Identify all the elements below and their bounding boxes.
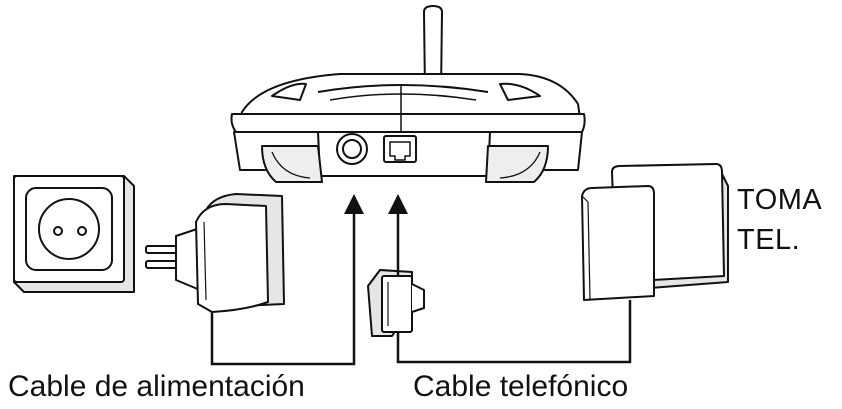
phone-cable-label: Cable telefónico [413, 370, 629, 403]
power-arrow-head [344, 194, 364, 214]
wall-jack-label-line1: TOMA [737, 184, 823, 216]
right-foot [485, 145, 549, 183]
base-station [230, 5, 586, 183]
power-cable-label: Cable de alimentación [8, 370, 305, 403]
wall-outlet [13, 175, 135, 293]
wall-jack-label-line2: TEL. [737, 224, 801, 256]
phone-arrow-head [388, 194, 408, 214]
power-cable [210, 210, 356, 366]
power-adapter [145, 193, 285, 313]
telephone-wall-jack [581, 163, 729, 301]
base-body [230, 113, 586, 133]
left-foot [261, 145, 323, 183]
phone-plug [367, 269, 425, 337]
phone-cable [396, 300, 632, 364]
antenna [423, 5, 443, 93]
base-top-dome [239, 73, 581, 119]
